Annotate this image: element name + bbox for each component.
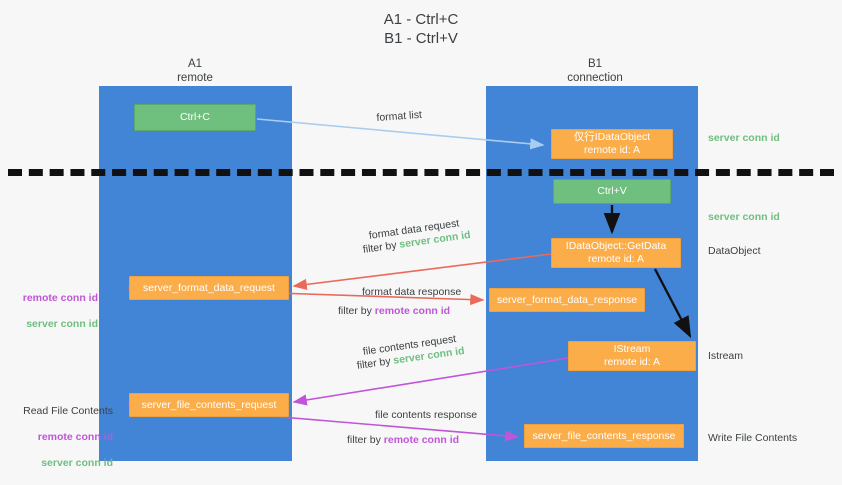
label-read-file-contents: Read File Contents <box>23 405 113 417</box>
filter-prefix-3: filter by <box>356 354 395 372</box>
node-istream-title: IStream <box>613 343 651 355</box>
edge-label-file-contents-response-filter: filter by remote conn id <box>347 433 459 447</box>
column-header-a1: A1 remote <box>177 58 213 84</box>
column-header-b1: B1 connection <box>567 58 623 84</box>
node-idataobject-remote-id: remote id: A <box>583 144 641 156</box>
node-ctrl-v-label: Ctrl+V <box>597 185 627 197</box>
time-divider-dashed-line <box>8 169 834 176</box>
page-title: A1 - Ctrl+C B1 - Ctrl+V <box>383 11 459 47</box>
node-server-format-data-response-label: server_format_data_response <box>496 293 638 306</box>
label-istream: Istream <box>708 350 744 362</box>
edge-label-format-list: format list <box>376 108 423 124</box>
node-getdata-title: IDataObject::GetData <box>565 240 667 252</box>
label-left-conn-ids: remote conn id server conn id <box>8 279 98 331</box>
label-remote-conn-id-1: remote conn id <box>22 292 98 304</box>
label-read-file-contents-group: Read File Contents remote conn id server… <box>8 392 113 470</box>
node-idataobject[interactable]: 仅行IDataObject remote id: A <box>551 129 673 159</box>
label-write-file-contents: Write File Contents <box>708 432 798 444</box>
label-server-conn-id-1: server conn id <box>26 318 98 330</box>
node-getdata-remote-id: remote id: A <box>587 253 645 265</box>
node-idataobject-getdata[interactable]: IDataObject::GetData remote id: A <box>551 238 681 268</box>
label-server-conn-id-top: server conn id <box>708 132 780 144</box>
filter-prefix-2: filter by <box>338 305 375 317</box>
node-idataobject-title: 仅行IDataObject <box>573 131 651 143</box>
node-ctrl-c[interactable]: Ctrl+C <box>134 104 256 131</box>
filter-prefix-4: filter by <box>347 434 384 446</box>
filter-value-remote-conn-id-1: remote conn id <box>374 305 451 317</box>
edge-label-file-contents-response: file contents response <box>375 409 478 421</box>
node-server-format-data-request[interactable]: server_format_data_request <box>129 276 289 300</box>
node-istream[interactable]: IStream remote id: A <box>568 341 696 371</box>
node-server-format-data-response[interactable]: server_format_data_response <box>489 288 645 312</box>
node-server-format-data-request-label: server_format_data_request <box>143 281 275 294</box>
node-server-file-contents-request-label: server_file_contents_request <box>141 398 277 411</box>
label-server-conn-id-mid: server conn id <box>708 211 780 223</box>
node-ctrl-v[interactable]: Ctrl+V <box>553 179 671 204</box>
edge-label-format-data-response: format data response <box>362 286 462 298</box>
node-ctrl-c-label: Ctrl+C <box>179 111 211 123</box>
node-server-file-contents-response-label: server_file_contents_response <box>532 429 676 442</box>
node-server-file-contents-request[interactable]: server_file_contents_request <box>129 393 289 417</box>
filter-prefix-1: filter by <box>362 238 401 256</box>
label-remote-conn-id-2: remote conn id <box>37 431 113 443</box>
node-server-file-contents-response[interactable]: server_file_contents_response <box>524 424 684 448</box>
node-istream-remote-id: remote id: A <box>603 356 661 368</box>
label-server-conn-id-2: server conn id <box>41 457 113 469</box>
filter-value-remote-conn-id-2: remote conn id <box>383 434 460 446</box>
label-dataobject: DataObject <box>708 245 761 257</box>
edge-label-format-data-response-filter: filter by remote conn id <box>338 304 450 318</box>
